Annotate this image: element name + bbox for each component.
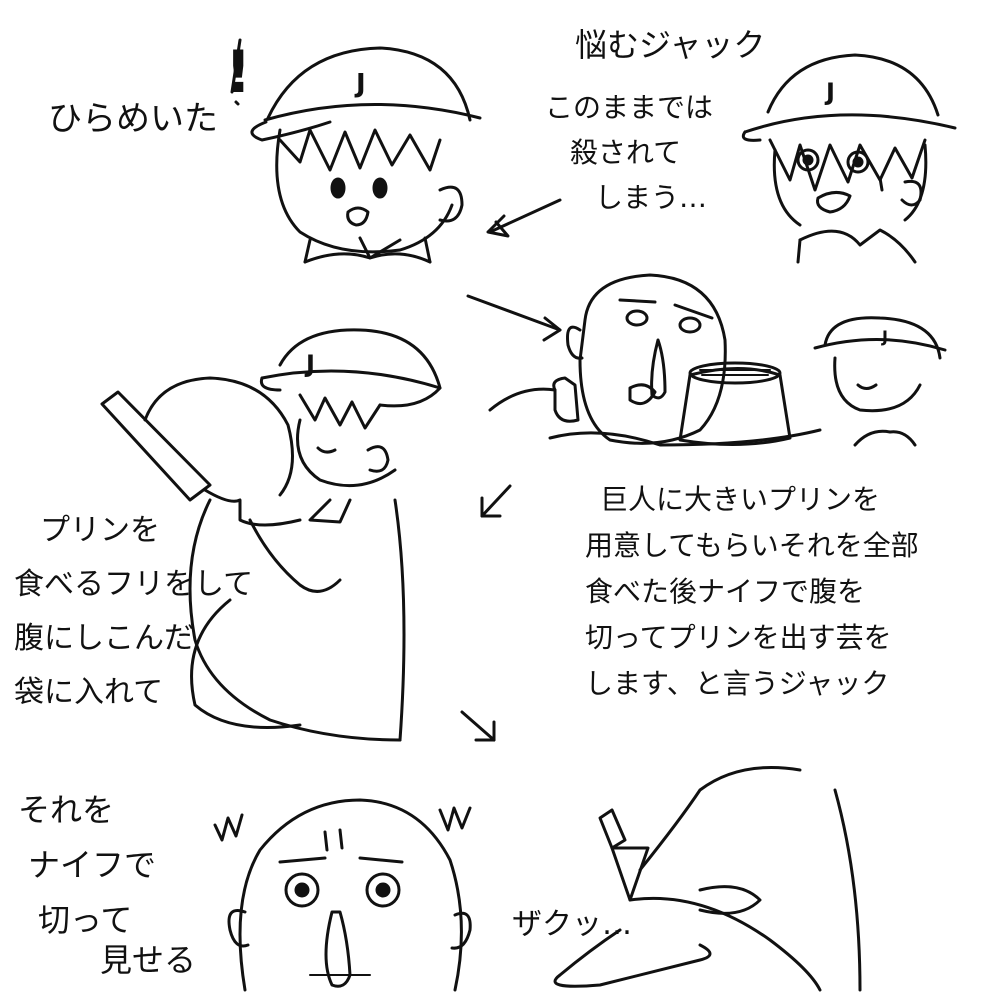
arrow-icon [480,484,512,518]
caption-cut-line4: 見せる [100,941,197,979]
caption-pretend-line4: 袋に入れて [14,675,164,710]
caption-worried-line2: 殺されて [570,136,682,169]
caption-worried-line1: このままでは [545,91,714,124]
caption-idea: ひらめいた [48,99,218,139]
jack-pretend-eating-figure: J [100,328,442,742]
knife-handle-icon [598,808,627,850]
caption-worried-line3: しまう… [595,181,708,214]
cap-letter: J [881,327,888,346]
caption-plan-line3: 食べた後ナイフで腹を [585,575,866,608]
jack-idea-figure: J [230,38,482,264]
arrow-head-icon [486,214,510,238]
caption-pretend-line2: 食べるフリをして [14,567,254,602]
caption-plan-line5: します、と言うジャック [585,667,890,700]
caption-pretend-line3: 腹にしこんだ [14,621,194,656]
arrow-head-icon [480,496,502,518]
exclamation-mark: ! [225,38,252,106]
arrow-head-icon [474,720,496,742]
caption-plan-line4: 切ってプリンを出す芸を [585,621,892,654]
arrow-icon [460,710,496,742]
arrow-head-icon [542,316,562,342]
cap-letter: J [354,69,366,99]
caption-plan-line2: 用意してもらいそれを全部 [585,529,919,562]
cap-letter: J [304,350,315,378]
arrow-icon [466,294,562,332]
caption-cut-line3: 切って [38,901,133,939]
caption-plan-line1: 巨人に大きいプリンを [600,483,881,516]
caption-worried-title: 悩むジャック [575,26,766,64]
cap-letter: J [824,78,835,106]
caption-pretend-line1: プリンを [40,513,160,548]
knife-blade-icon [610,846,650,902]
caption-cut-line2: ナイフで [28,846,157,884]
sound-effect: ザクッ… [512,907,632,942]
caption-cut-line1: それを [18,791,115,829]
jack-worried-figure: J [741,53,957,264]
knife-cutting-figure [553,766,862,992]
giant-surprised-figure [213,798,472,992]
giant-with-pudding-figure: J [488,273,947,447]
